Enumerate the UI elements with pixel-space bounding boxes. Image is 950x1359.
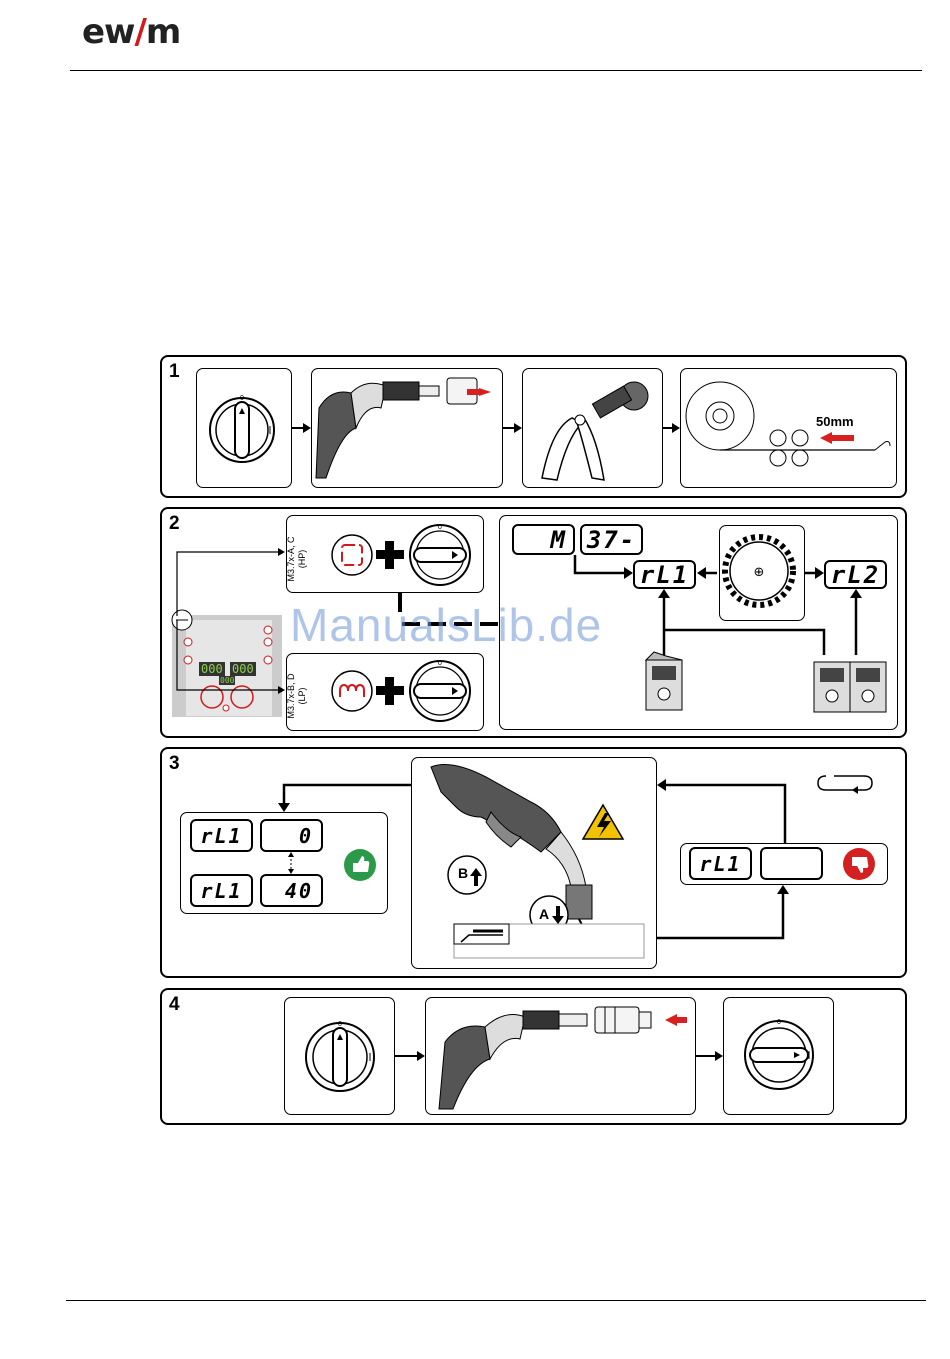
footer-rule (66, 1300, 926, 1301)
step-4-flow-arrows (0, 0, 950, 1130)
